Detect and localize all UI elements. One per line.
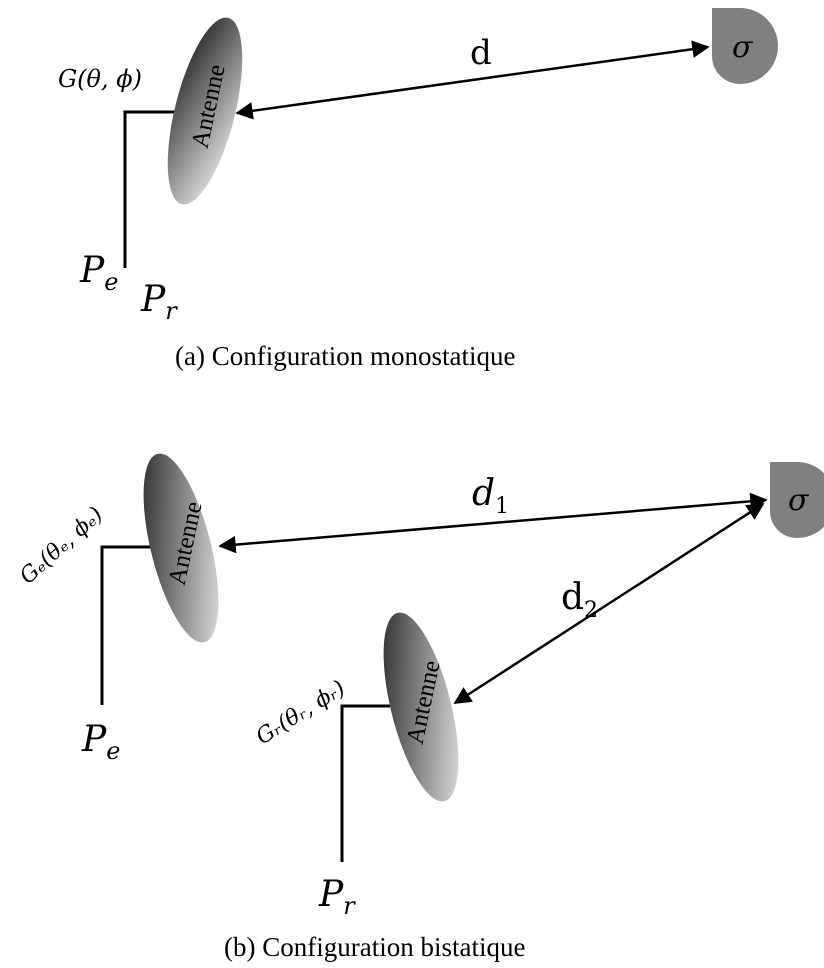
antenna-tx — [143, 453, 219, 643]
target-b — [770, 462, 824, 538]
pe-label-a: Pe — [79, 250, 118, 296]
panel-b-bistatic: Antenne Gₑ(θₑ, ϕₑ) Pe d1 σ d2 Antenne Gᵣ… — [15, 453, 824, 962]
gain-label-rx: Gᵣ(θᵣ, ϕᵣ) — [252, 676, 350, 750]
feed-line-rx — [340, 704, 390, 862]
antenna-rx — [383, 612, 459, 802]
pe-label-b: Pe — [81, 719, 120, 765]
distance-label-a: d — [470, 33, 492, 73]
distance-arrow-d2 — [453, 502, 765, 705]
target-b-label: σ — [788, 483, 810, 518]
pr-label-b: Pr — [318, 874, 356, 920]
d2-label: d2 — [561, 577, 598, 623]
gain-label-a: G(θ, ϕ) — [58, 65, 142, 93]
caption-a: (a) Configuration monostatique — [175, 341, 515, 371]
d1-label: d1 — [472, 473, 509, 519]
antenna-a — [167, 17, 243, 205]
caption-b: (b) Configuration bistatique — [224, 932, 525, 962]
pr-label-a: Pr — [140, 279, 178, 325]
target-a — [712, 8, 778, 84]
feed-line-a — [123, 110, 178, 268]
distance-arrow-a — [235, 40, 710, 120]
panel-a-monostatic: Antenne G(θ, ϕ) d σ Pe Pr (a) Configurat… — [58, 8, 778, 371]
gain-label-tx: Gₑ(θₑ, ϕₑ) — [15, 502, 108, 589]
target-a-label: σ — [732, 30, 754, 65]
feed-line-tx — [100, 545, 155, 705]
